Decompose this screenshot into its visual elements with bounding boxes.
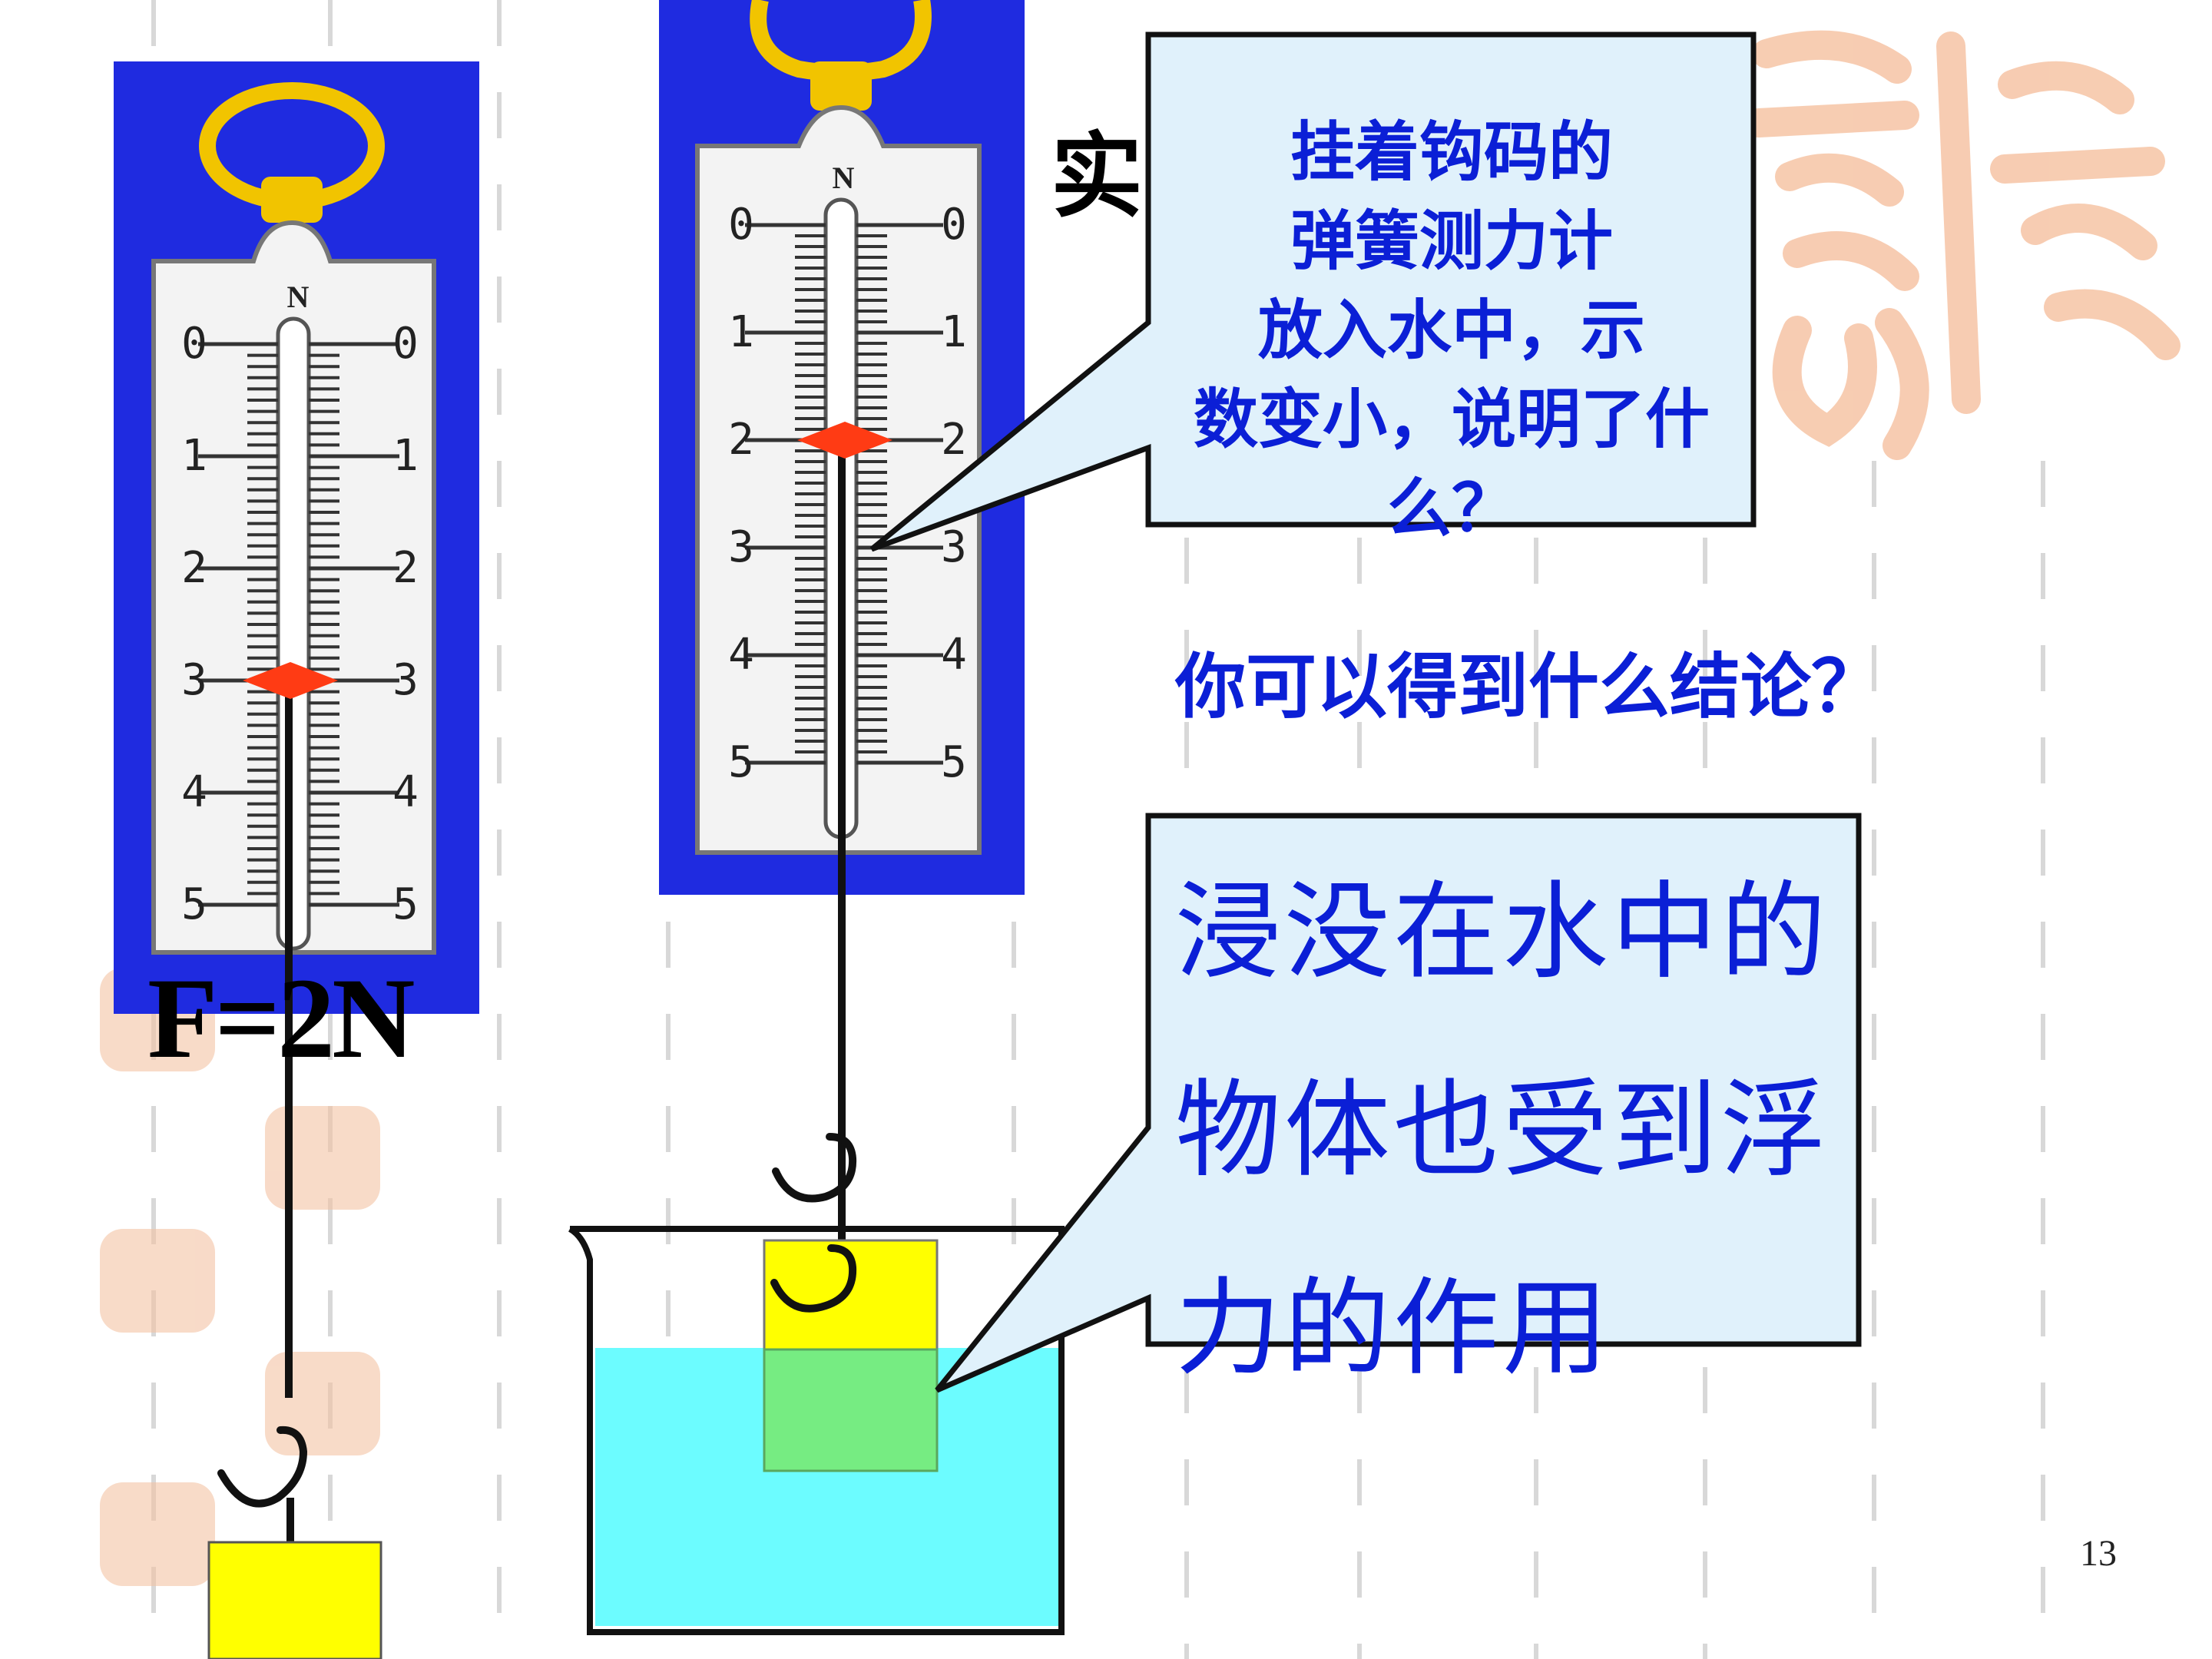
- scale-tick-labels: 0 0 1 1 2 2 3 3 4 4 5 5: [728, 200, 967, 787]
- tick-label-right: 1: [941, 307, 967, 357]
- block-submerged: [763, 1348, 939, 1472]
- tick-label-right: 3: [941, 522, 967, 572]
- spring-scale-in-air: 0 0 1 1 2 2 3 3 4 4 5 5 N: [114, 61, 479, 1398]
- tick-label-right: 0: [941, 200, 967, 250]
- scale-pointer: [243, 662, 338, 699]
- answer-callout: [935, 813, 1862, 1393]
- hook: [217, 1426, 308, 1508]
- tick-label-left: 3: [181, 655, 207, 705]
- tick-label-right: 4: [941, 630, 967, 680]
- scale-tube: [276, 316, 311, 951]
- callout-question-text: 挂着钩码的弹簧测力计放入水中，示数变小，说明了什么？: [1193, 114, 1710, 546]
- tick-label-left: 0: [728, 200, 754, 250]
- conclusion-question: 你可以得到什么结论？: [1175, 646, 1883, 728]
- slide-title-partial: 实: [1051, 124, 1143, 230]
- scale-tick-labels: 0 0 1 1 2 2 3 3 4 4 5 5: [181, 319, 419, 929]
- beaker: [568, 1133, 1065, 1635]
- tick-label-right: 2: [941, 415, 967, 465]
- tick-label-left: 5: [181, 879, 207, 929]
- conclusion-answer: 浸没在水中的物体也受到浮力的作用: [1175, 870, 1830, 1390]
- tick-label-left: 1: [728, 307, 754, 357]
- tick-label-right: 2: [392, 543, 419, 593]
- tick-label-left: 5: [728, 737, 754, 787]
- unit-label: N: [833, 161, 855, 195]
- callout-bubble: [935, 813, 1862, 1393]
- scale-ticks: [198, 342, 399, 907]
- scale-pointer: [797, 422, 892, 459]
- tick-label-right: 1: [392, 431, 419, 481]
- tick-label-left: 3: [728, 522, 754, 572]
- tick-label-left: 4: [728, 630, 754, 680]
- force-label: F=2N: [147, 955, 415, 1082]
- scale-ring-mount: [261, 177, 323, 223]
- tick-label-left: 2: [728, 415, 754, 465]
- tick-label-left: 1: [181, 431, 207, 481]
- tick-label-right: 0: [392, 319, 419, 369]
- calligraphy-watermark: [1744, 30, 2181, 460]
- hook-upper: [772, 1133, 857, 1203]
- tick-label-right: 4: [392, 767, 419, 817]
- hook-lower: [770, 1244, 857, 1313]
- spring-scale-in-water: 0 0 1 1 2 2 3 3 4 4 5 5 N: [659, 0, 1025, 1352]
- tick-label-left: 4: [181, 767, 207, 817]
- scale-ticks: [745, 223, 943, 765]
- tick-label-right: 5: [392, 879, 419, 929]
- tick-label-right: 3: [392, 655, 419, 705]
- weight-block: [207, 1541, 382, 1659]
- tick-label-right: 5: [941, 737, 967, 787]
- tick-label-left: 0: [181, 319, 207, 369]
- weight-in-air: [207, 1426, 382, 1659]
- callout-bubble: [869, 31, 1757, 552]
- page-number: 13: [2080, 1533, 2117, 1574]
- question-callout: [869, 31, 1757, 552]
- scale-ring-mount: [810, 61, 872, 111]
- tick-label-left: 2: [181, 543, 207, 593]
- unit-label: N: [287, 280, 310, 314]
